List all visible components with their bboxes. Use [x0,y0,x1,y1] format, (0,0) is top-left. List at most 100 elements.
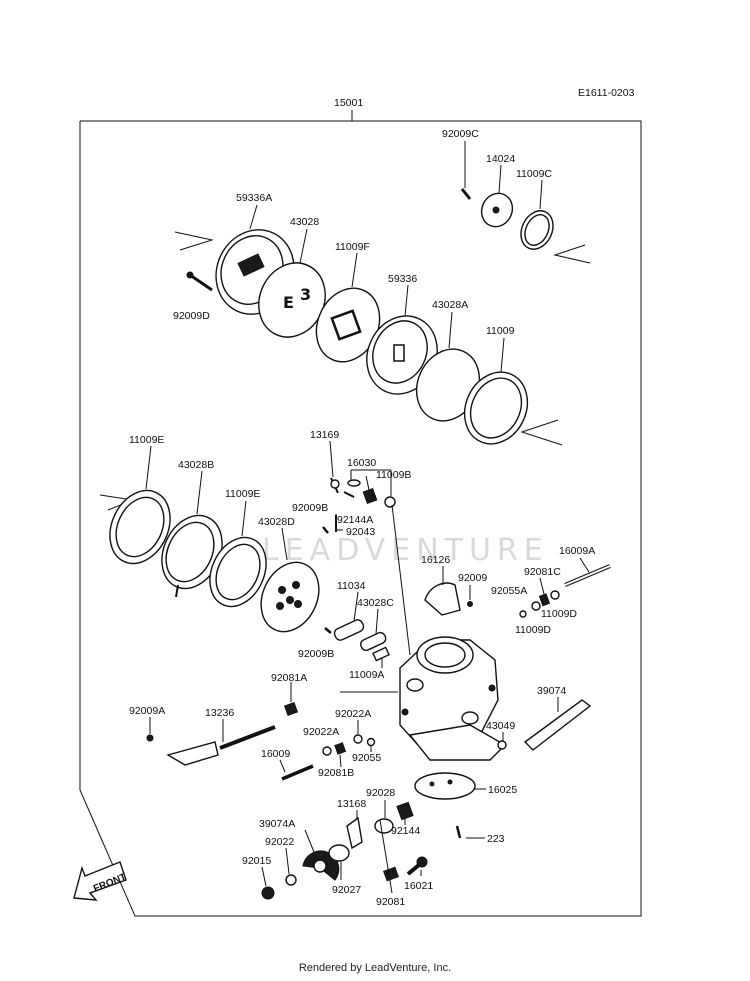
part-92027-collar[interactable] [328,844,350,862]
part-92144-spring[interactable] [396,801,414,821]
part-16009-shaft[interactable] [281,764,314,781]
label-92022: 92022 [265,836,294,848]
label-43049: 43049 [486,720,515,732]
label-92022A-b: 92022A [303,726,339,738]
label-92009B-a: 92009B [292,502,328,514]
part-11009-gasket[interactable] [453,362,539,454]
label-39074A: 39074A [259,818,295,830]
label-92144A: 92144A [337,514,373,526]
label-92144: 92144 [391,825,420,837]
part-11009C-ring[interactable] [515,206,559,255]
part-92081-spring[interactable] [383,866,399,882]
part-92144A-spring[interactable] [362,488,378,504]
part-11009E-gasket-b[interactable] [199,528,277,615]
label-92081C: 92081C [524,566,561,578]
label-16009A: 16009A [559,545,595,557]
label-92022A-a: 92022A [335,708,371,720]
label-92009A: 92009A [129,705,165,717]
part-39074A-cam[interactable] [302,850,340,881]
label-16030: 16030 [347,457,376,469]
label-16126: 16126 [421,554,450,566]
footer-credit: Rendered by LeadVenture, Inc. [298,962,452,974]
part-92009D-screw[interactable] [186,271,213,292]
part-92028-bushing[interactable] [374,818,394,834]
part-11009E-gasket-a[interactable] [99,481,182,574]
part-13236-shaft[interactable] [166,725,276,766]
label-92028: 92028 [366,787,395,799]
label-14024: 14024 [486,153,515,165]
front-arrow: FRONT [73,861,128,901]
label-11009C: 11009C [516,168,552,180]
part-43028B-diaphragm[interactable] [151,506,234,599]
label-92043: 92043 [346,526,375,538]
part-92022A-washer-b[interactable] [322,746,332,756]
label-92009C: 92009C [442,128,479,140]
assembly-number: 15001 [334,97,363,109]
label-13169: 13169 [310,429,339,441]
part-92055-oring[interactable] [366,737,376,747]
part-223-screw[interactable] [455,825,462,839]
part-13168-lever[interactable] [346,816,363,850]
leader-lines [145,141,590,894]
part-16025-gasket[interactable] [414,772,476,800]
label-92081B: 92081B [318,767,354,779]
part-11034-plate[interactable] [333,618,365,642]
part-92022A-washer-a[interactable] [353,734,363,744]
label-92055A: 92055A [491,585,527,597]
label-43028C: 43028C [357,597,394,609]
label-92027: 92027 [332,884,361,896]
part-11009A-gasket[interactable] [372,646,390,662]
assembly-frame [79,120,642,917]
part-43028C-gasket[interactable] [359,631,387,652]
part-43028D-diaphragm-plate[interactable] [250,553,329,641]
part-16030-valve-seat[interactable] [343,479,361,498]
svg-text:3: 3 [300,285,311,304]
label-92009: 92009 [458,572,487,584]
part-92055A-oring[interactable] [519,610,527,618]
part-92081A-spring[interactable] [283,701,299,717]
label-11009B: 11009B [376,469,411,481]
diagram-code: E1611-0203 [578,87,635,99]
label-92081: 92081 [376,896,405,908]
label-59336A: 59336A [236,192,272,204]
part-92009B-screw-b[interactable] [324,627,332,634]
part-16126-plate[interactable] [424,582,473,616]
label-11009D-a: 11009D [541,608,577,620]
carburetor-body [399,636,507,761]
svg-text:E: E [283,293,294,312]
label-92015: 92015 [242,855,271,867]
label-11009E-a: 11009E [129,434,164,446]
label-16025: 16025 [488,784,517,796]
label-16021: 16021 [404,880,433,892]
part-11009D-washer-b[interactable] [550,590,560,600]
part-39074-shaft[interactable] [523,699,592,751]
part-92009A-screw[interactable] [146,734,154,742]
label-43028: 43028 [290,216,319,228]
label-11009F: 11009F [335,241,370,253]
label-43028B: 43028B [178,459,214,471]
part-92022-washer[interactable] [285,874,297,886]
label-223: 223 [487,833,505,845]
label-92081A: 92081A [271,672,307,684]
part-labels: 92009C 14024 11009C 59336A 43028 11009F … [129,128,595,908]
part-92081B-spring[interactable] [334,742,347,755]
label-11034: 11034 [337,580,366,592]
label-11009D-b: 11009D [515,624,551,636]
label-43028D: 43028D [258,516,295,528]
part-16009A-shaft[interactable] [564,564,611,587]
part-43049-washer[interactable] [497,740,507,750]
label-59336: 59336 [388,273,417,285]
part-11009B-oring[interactable] [384,496,396,508]
part-92015-nut[interactable] [261,886,275,900]
part-14024-cap[interactable] [476,188,518,231]
part-92081C-spring[interactable] [538,593,551,607]
label-11009A: 11009A [349,669,384,681]
label-43028A: 43028A [432,299,468,311]
part-13169-lever[interactable] [330,477,340,494]
label-13168: 13168 [337,798,366,810]
part-92009C-screw[interactable] [460,188,472,200]
part-16021-screw[interactable] [406,856,428,876]
part-11009D-washer-a[interactable] [531,601,541,611]
part-92009B-screw-a[interactable] [322,526,329,534]
